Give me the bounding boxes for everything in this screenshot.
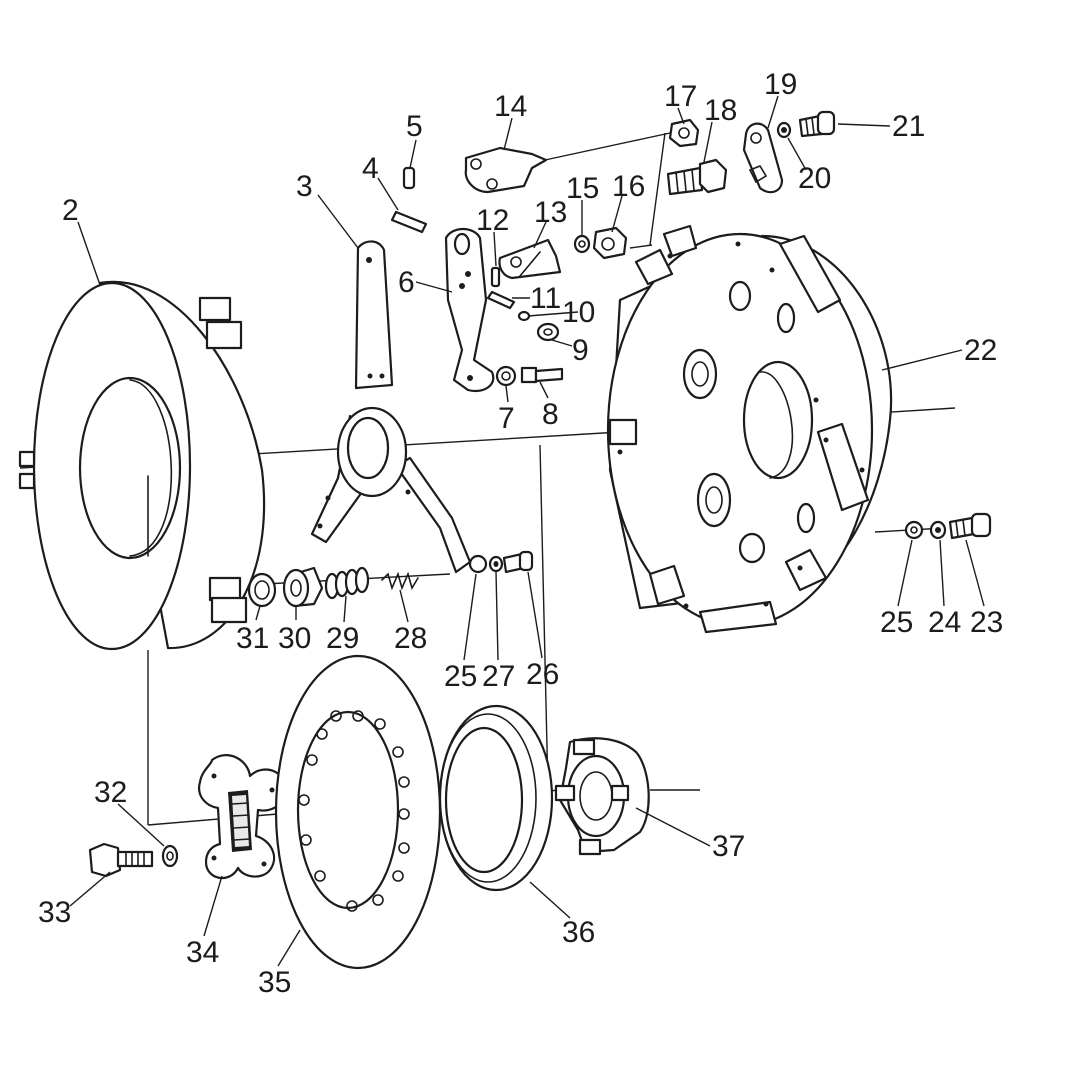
part-14-clevis xyxy=(464,146,548,194)
part-23-screw xyxy=(948,512,992,540)
callout-8: 8 xyxy=(542,398,559,431)
callout-22: 22 xyxy=(964,334,997,367)
part-34-hub xyxy=(198,754,286,879)
callout-10: 10 xyxy=(562,296,595,329)
callout-2: 2 xyxy=(62,194,79,227)
part-8-bolt xyxy=(520,366,564,384)
part-15-washer xyxy=(573,234,591,254)
part-7-nut xyxy=(495,365,517,387)
part-27-lockwasher xyxy=(488,555,504,573)
callout-16: 16 xyxy=(612,170,645,203)
part-5-pin xyxy=(402,166,416,190)
callout-20: 20 xyxy=(798,162,831,195)
callout-30: 30 xyxy=(278,622,311,655)
callout-18: 18 xyxy=(704,94,737,127)
callout-4: 4 xyxy=(362,152,379,185)
callout-19: 19 xyxy=(764,68,797,101)
callout-23: 23 xyxy=(970,606,1003,639)
part-30-cup xyxy=(282,566,324,608)
callout-32: 32 xyxy=(94,776,127,809)
callout-21: 21 xyxy=(892,110,925,143)
callout-12: 12 xyxy=(476,204,509,237)
part-26-screw xyxy=(502,550,534,574)
part-4-pin xyxy=(390,210,428,234)
callout-labels: 2 3 4 5 6 7 8 9 10 11 12 13 14 15 16 17 … xyxy=(38,68,1003,999)
part-13-clevis xyxy=(498,238,562,280)
callout-35: 35 xyxy=(258,966,291,999)
callout-29: 29 xyxy=(326,622,359,655)
callout-15: 15 xyxy=(566,172,599,205)
callout-25-right: 25 xyxy=(880,606,913,639)
part-6-lever xyxy=(444,227,495,393)
callout-14: 14 xyxy=(494,90,527,123)
part-37-bearing-fork xyxy=(554,737,650,856)
part-22-cover xyxy=(606,224,893,634)
part-20-washer xyxy=(776,121,792,139)
part-17-nut xyxy=(668,118,700,148)
part-21-screw xyxy=(798,110,836,138)
callout-7: 7 xyxy=(498,402,515,435)
leader-lines xyxy=(69,95,985,967)
callout-36: 36 xyxy=(562,916,595,949)
callout-25-center: 25 xyxy=(444,660,477,693)
callout-3: 3 xyxy=(296,170,313,203)
part-3-release-lever xyxy=(310,240,472,574)
part-33-bolt xyxy=(88,842,154,878)
part-32-washer xyxy=(161,844,179,868)
part-35-friction-disc xyxy=(274,654,442,970)
callout-6: 6 xyxy=(398,266,415,299)
callout-9: 9 xyxy=(572,334,589,367)
part-2-housing xyxy=(18,280,266,651)
callout-11: 11 xyxy=(530,282,561,315)
part-10-ring xyxy=(517,310,531,322)
callout-28: 28 xyxy=(394,622,427,655)
part-9-nut xyxy=(536,322,560,342)
callout-34: 34 xyxy=(186,936,219,969)
part-18-bolt xyxy=(666,158,728,196)
part-36-seal-ring xyxy=(438,704,554,892)
part-16-nut xyxy=(592,226,628,260)
part-25-washer-right xyxy=(904,520,924,540)
part-28-spring xyxy=(381,571,419,591)
callout-27: 27 xyxy=(482,660,515,693)
callout-33: 33 xyxy=(38,896,71,929)
callout-31: 31 xyxy=(236,622,269,655)
part-25-washer-center xyxy=(468,554,488,574)
part-31-washer xyxy=(247,572,277,608)
callout-13: 13 xyxy=(534,196,567,229)
part-11-pin xyxy=(486,290,516,310)
callout-37: 37 xyxy=(712,830,745,863)
callout-26: 26 xyxy=(526,658,559,691)
part-29-spring xyxy=(324,566,370,600)
part-24-lockwasher xyxy=(929,520,947,540)
part-12-pin xyxy=(490,266,501,288)
part-19-plate xyxy=(742,122,784,194)
callout-24: 24 xyxy=(928,606,961,639)
callout-17: 17 xyxy=(664,80,697,113)
callout-5: 5 xyxy=(406,110,423,143)
